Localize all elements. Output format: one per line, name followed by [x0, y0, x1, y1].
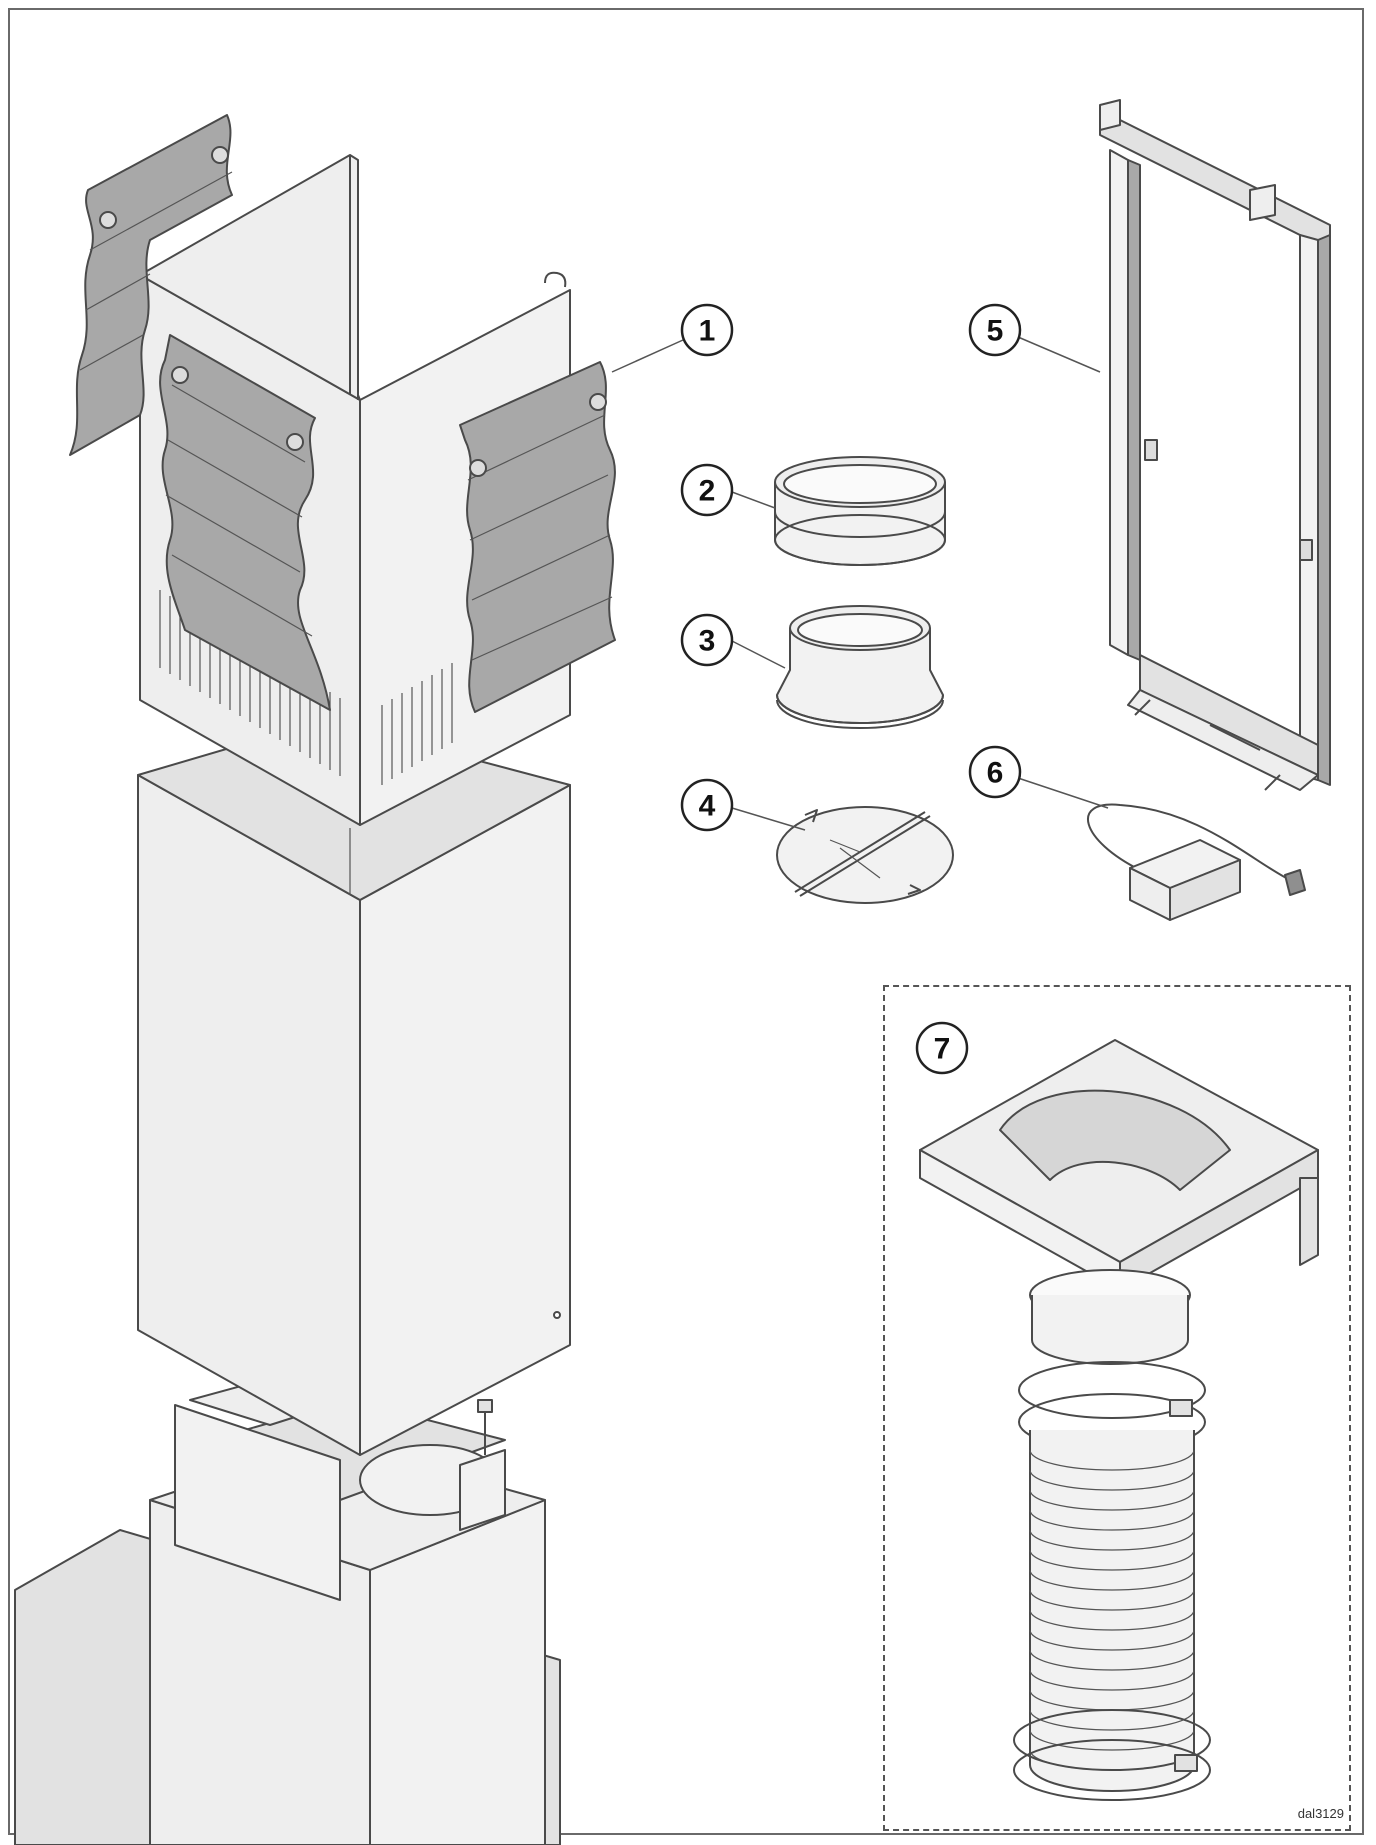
upper-chimney — [69, 114, 616, 826]
backflow-flap-part-4 — [776, 806, 954, 904]
callout-6-label: 6 — [987, 757, 1004, 790]
callout-2: 2 — [680, 463, 734, 517]
drawing-code: dal3129 — [1297, 1806, 1344, 1821]
leader-lines — [611, 336, 1109, 831]
deflector-and-hose-part-7 — [919, 1039, 1319, 1801]
grille-panel-right — [459, 361, 616, 713]
callout-1-label: 1 — [699, 315, 716, 348]
vent-slots-right — [381, 663, 453, 785]
lower-chimney — [137, 719, 571, 1456]
callout-3-label: 3 — [699, 625, 716, 658]
callout-7-label: 7 — [934, 1033, 951, 1066]
grille-panel-left — [159, 334, 331, 711]
callout-1: 1 — [680, 303, 734, 357]
hood-body — [14, 1369, 561, 1845]
mounting-frame-part-5 — [1099, 99, 1331, 791]
callout-6: 6 — [968, 745, 1022, 799]
connector-ring-part-2 — [774, 456, 946, 566]
callout-7: 7 — [915, 1021, 969, 1075]
callout-5: 5 — [968, 303, 1022, 357]
callout-2-label: 2 — [699, 475, 716, 508]
callout-4-label: 4 — [699, 790, 716, 823]
callout-3: 3 — [680, 613, 734, 667]
optional-parts-inset — [883, 985, 1351, 1831]
callout-5-label: 5 — [987, 315, 1004, 348]
reducer-ring-part-3 — [776, 605, 944, 729]
grille-panel-loose — [69, 114, 233, 456]
callout-4: 4 — [680, 778, 734, 832]
connector-cable-part-6 — [1087, 803, 1306, 921]
